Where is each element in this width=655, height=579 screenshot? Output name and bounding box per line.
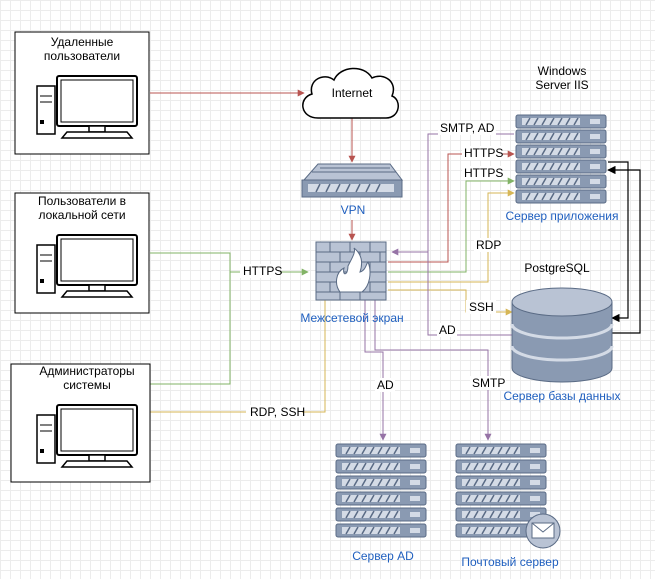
local-users-title-2: локальной сети <box>38 208 125 222</box>
cloud-icon <box>302 67 399 119</box>
remote-users-title-2: пользователи <box>44 49 120 63</box>
label-rdp-ssh: RDP, SSH <box>250 405 305 419</box>
label-https-2: HTTPS <box>464 166 503 180</box>
db-server-node: PostgreSQL Сервер базы данных <box>503 261 620 403</box>
edge-local-firewall <box>150 252 309 276</box>
admins-title-1: Администраторы <box>39 364 134 378</box>
edge-fw-app-rdp <box>388 189 515 283</box>
server-icon <box>335 443 427 538</box>
label-ad-db: AD <box>439 323 456 337</box>
group-admins: Администраторы системы <box>10 363 151 483</box>
label-ad-down: AD <box>377 378 394 392</box>
internet-label: Internet <box>332 86 373 100</box>
group-remote-users: Удаленные пользователи <box>14 31 150 155</box>
mail-icon <box>525 513 561 549</box>
label-rdp: RDP <box>476 238 501 252</box>
edge-fw-app-https-green <box>388 177 515 273</box>
app-server-node: Windows Server IIS Сервер приложения <box>505 64 618 223</box>
label-smtp-ad: SMTP, AD <box>440 121 495 135</box>
label-ssh: SSH <box>469 300 494 314</box>
edge-labels: HTTPS RDP, SSH SMTP, AD HTTPS HTTPS RDP … <box>240 121 506 419</box>
db-server-title: PostgreSQL <box>524 261 590 275</box>
edge-fw-mail <box>374 300 492 441</box>
remote-users-title-1: Удаленные <box>51 35 114 49</box>
server-icon <box>515 114 607 204</box>
vpn-node: VPN <box>301 163 403 217</box>
app-server-title-2: Server IIS <box>535 78 588 92</box>
database-icon <box>510 287 614 383</box>
vpn-label: VPN <box>341 203 366 217</box>
edge-admin-firewall-orange <box>150 300 326 413</box>
admins-title-2: системы <box>63 378 111 392</box>
edge-fw-ad <box>364 300 387 441</box>
label-https-1: HTTPS <box>464 146 503 160</box>
ad-server-node: Сервер AD <box>335 443 427 563</box>
firewall-icon <box>315 241 387 301</box>
firewall-node: Межсетевой экран <box>300 241 404 325</box>
internet-node: Internet <box>302 67 399 119</box>
label-https-local: HTTPS <box>243 264 282 278</box>
app-server-title-1: Windows <box>538 64 587 78</box>
edge-app-db <box>608 161 629 323</box>
db-server-caption: Сервер базы данных <box>503 389 620 403</box>
mail-server-node: Почтовый сервер <box>455 443 561 569</box>
label-smtp-down: SMTP <box>472 376 505 390</box>
edge-db-fw-ad <box>427 252 512 336</box>
firewall-label: Межсетевой экран <box>300 311 403 325</box>
edge-db-app <box>607 165 641 334</box>
mail-server-label: Почтовый сервер <box>461 555 559 569</box>
app-server-caption: Сервер приложения <box>505 209 618 223</box>
vpn-icon <box>301 163 403 198</box>
edge-admin-firewall-green <box>150 272 231 385</box>
local-users-title-1: Пользователи в <box>38 194 126 208</box>
ad-server-label: Сервер AD <box>352 549 414 563</box>
group-local-users: Пользователи в локальной сети <box>14 192 150 314</box>
